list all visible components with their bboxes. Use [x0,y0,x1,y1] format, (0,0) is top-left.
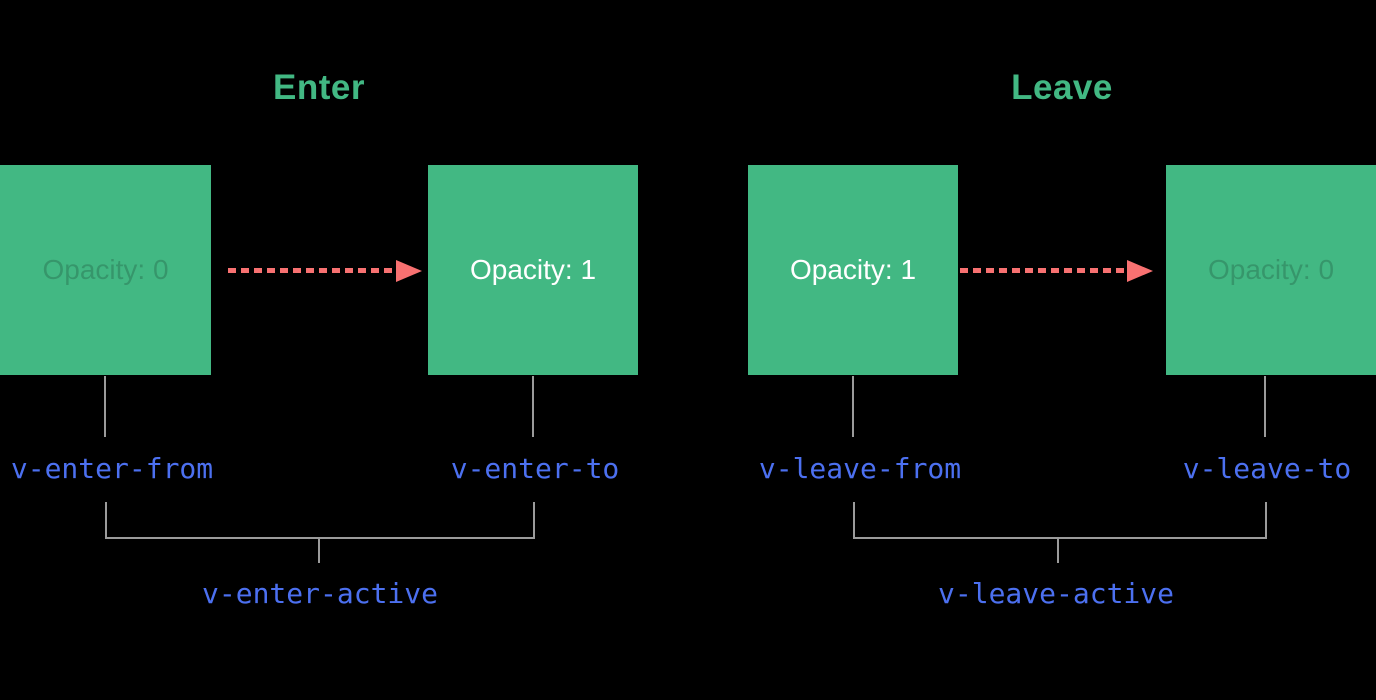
enter-active-bracket-stem [318,537,320,563]
leave-active-class-label: v-leave-active [937,577,1175,610]
enter-active-bracket [105,502,535,539]
arrow-dashes [228,268,400,273]
leave-to-box: Opacity: 0 [1166,165,1376,375]
leave-from-connector-line [852,376,854,437]
leave-from-class-label: v-leave-from [758,452,962,485]
enter-to-box: Opacity: 1 [428,165,638,375]
enter-from-connector-line [104,376,106,437]
leave-to-box-label: Opacity: 0 [1207,254,1335,285]
enter-to-box-label: Opacity: 1 [469,254,597,285]
enter-active-class-label: v-enter-active [201,577,439,610]
enter-from-class-label: v-enter-from [10,452,214,485]
leave-active-bracket [853,502,1267,539]
enter-from-box: Opacity: 0 [0,165,211,375]
enter-to-class-label: v-enter-to [450,452,620,485]
leave-title: Leave [1011,68,1113,107]
enter-dashed-arrow-icon [228,260,422,282]
enter-title: Enter [273,68,365,107]
enter-to-connector-line [532,376,534,437]
leave-from-box: Opacity: 1 [748,165,958,375]
leave-from-box-label: Opacity: 1 [789,254,917,285]
enter-from-box-label: Opacity: 0 [42,254,169,285]
leave-to-connector-line [1264,376,1266,437]
leave-to-class-label: v-leave-to [1182,452,1352,485]
leave-active-bracket-stem [1057,537,1059,563]
arrow-dashes [960,268,1131,273]
leave-dashed-arrow-icon [960,260,1153,282]
arrow-head [1127,260,1153,282]
arrow-head [396,260,422,282]
